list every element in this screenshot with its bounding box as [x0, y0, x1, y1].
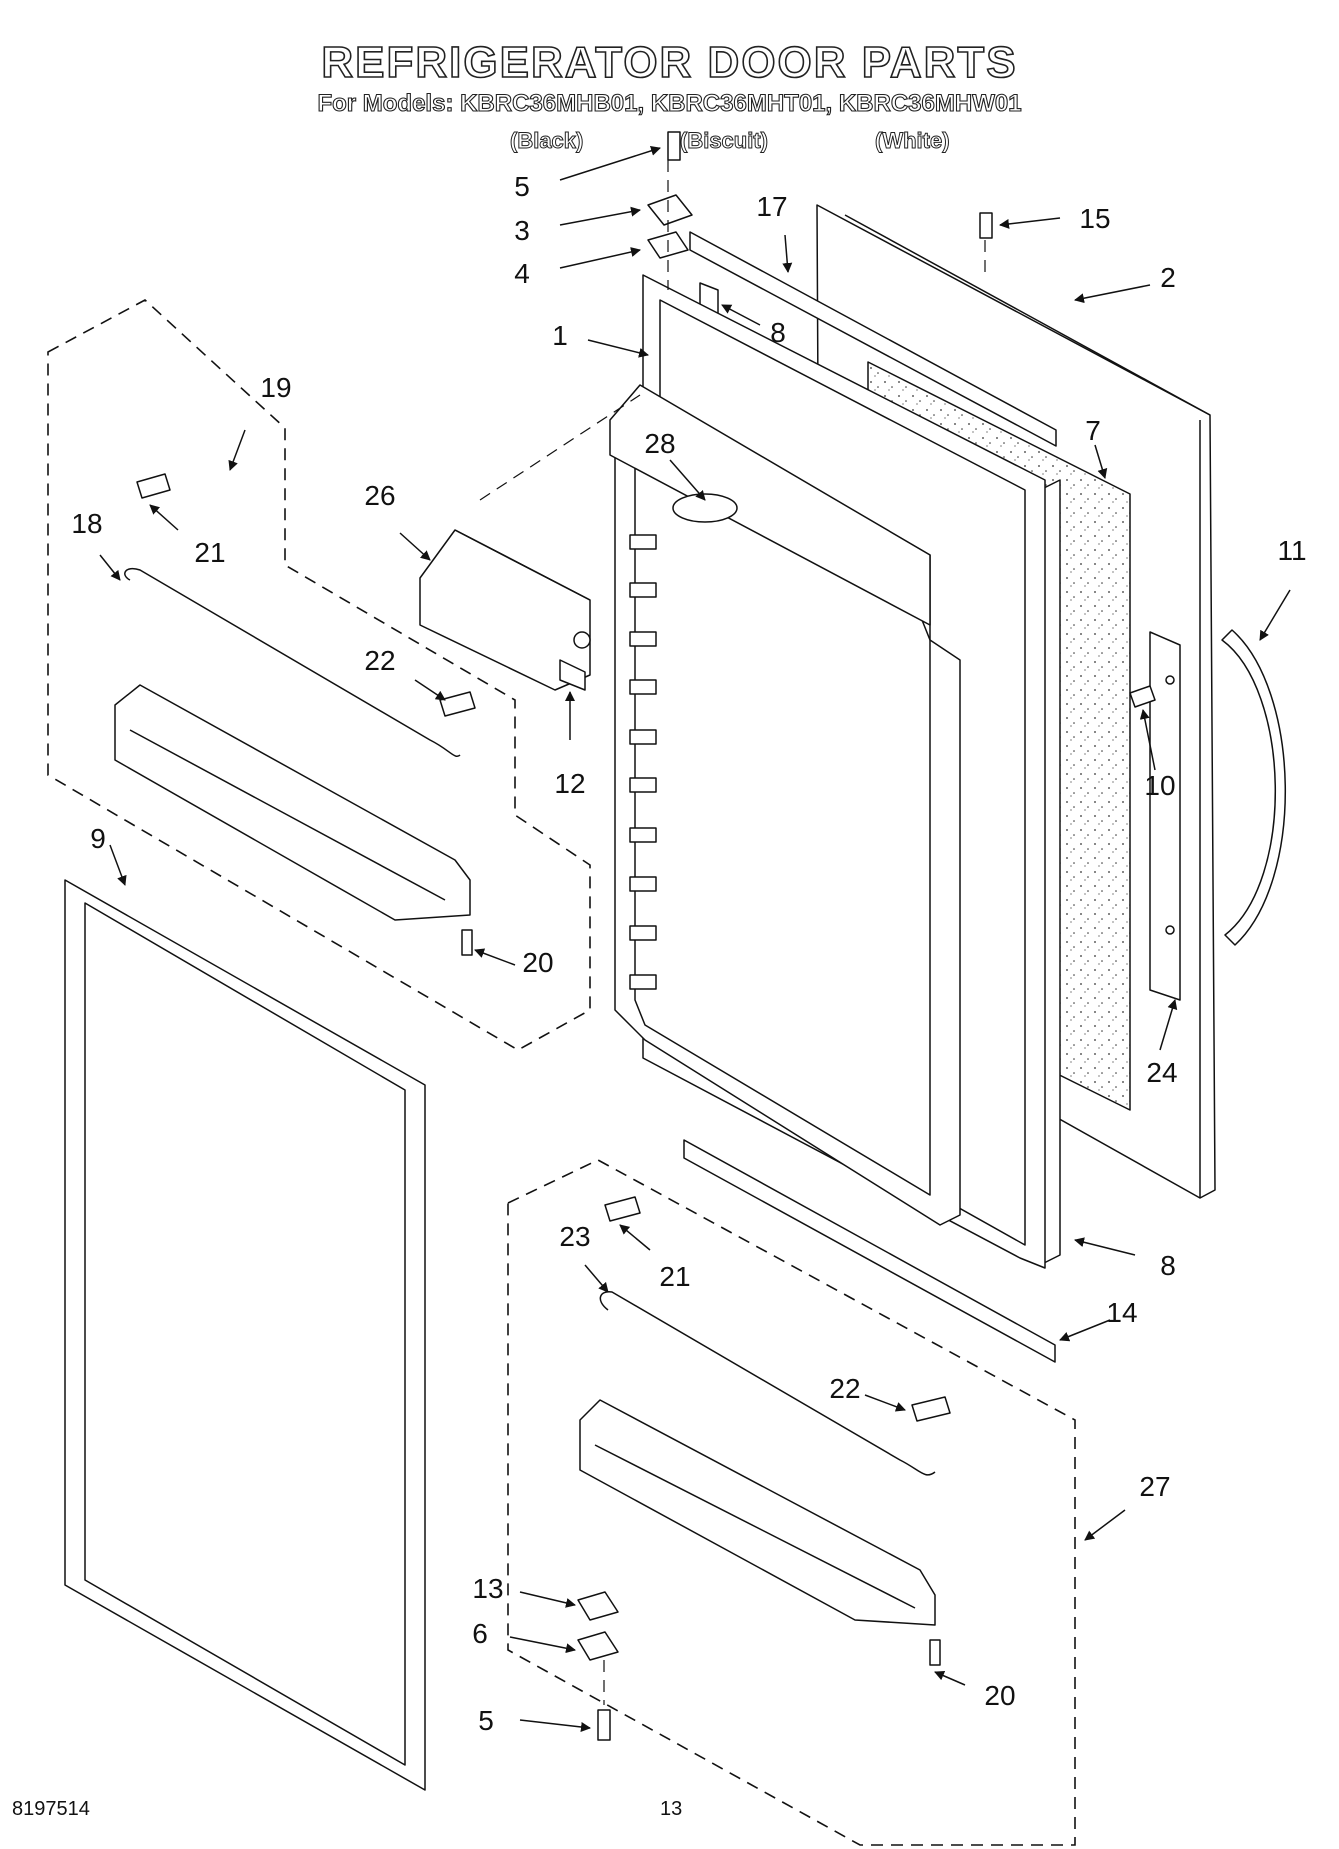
- recess-28: [672, 493, 738, 523]
- callout-1: 1: [552, 320, 568, 351]
- lower-shelf-assembly-outline: [507, 1159, 1076, 1846]
- variant-black: (Black): [509, 128, 584, 154]
- footer-page-number: 13: [660, 1798, 683, 1820]
- callout-23: 23: [559, 1221, 590, 1252]
- callout-14: 14: [1106, 1297, 1137, 1328]
- upper-clip-21: [136, 473, 171, 499]
- bottom-trim-strip: [683, 1139, 1056, 1363]
- callout-20-upper: 20: [522, 947, 553, 978]
- callout-26: 26: [364, 480, 395, 511]
- callout-10: 10: [1144, 770, 1175, 801]
- door-gasket: [64, 879, 426, 1791]
- callout-22-upper: 22: [364, 645, 395, 676]
- callout-21-lower: 21: [659, 1261, 690, 1292]
- upper-shelf-rod: [124, 568, 461, 757]
- cover-strip: [559, 659, 586, 691]
- callout-28: 28: [644, 428, 675, 459]
- callout-24: 24: [1146, 1057, 1177, 1088]
- callout-19: 19: [260, 372, 291, 403]
- upper-shelf-bin: [114, 684, 471, 921]
- lower-shelf-bin: [579, 1399, 936, 1626]
- callout-5-top: 5: [514, 171, 530, 202]
- hinge-screw-top: [667, 131, 681, 161]
- page-title: REFRIGERATOR DOOR PARTS: [321, 37, 1018, 88]
- callout-13: 13: [472, 1573, 503, 1604]
- handle-bracket: [1149, 631, 1181, 1001]
- hinge-screw-bottom: [597, 1709, 611, 1741]
- footer-part-number: 8197514: [12, 1798, 90, 1820]
- callout-27: 27: [1139, 1471, 1170, 1502]
- bottom-hinge: [577, 1631, 619, 1661]
- lower-clip-22: [911, 1396, 951, 1422]
- models-subtitle: For Models: KBRC36MHB01, KBRC36MHT01, KB…: [317, 89, 1022, 117]
- dairy-door-cover: [419, 529, 591, 691]
- callout-11: 11: [1277, 535, 1306, 566]
- screw-15: [979, 212, 993, 239]
- top-hinge: [647, 194, 693, 226]
- callout-5-bottom: 5: [478, 1705, 494, 1736]
- callout-6: 6: [472, 1618, 488, 1649]
- top-trim-strip: [689, 231, 1057, 447]
- lower-clip-21: [604, 1196, 641, 1222]
- lower-shelf-rod: [599, 1291, 936, 1476]
- inner-door-liner: [609, 274, 1046, 1269]
- callout-20-lower: 20: [984, 1680, 1015, 1711]
- bottom-hinge-shim: [577, 1591, 619, 1621]
- callout-8-bottom: 8: [1160, 1250, 1176, 1281]
- upper-screw-20: [461, 929, 473, 956]
- lower-screw-20: [929, 1639, 941, 1666]
- variant-biscuit: (Biscuit): [680, 128, 769, 154]
- variant-white: (White): [875, 128, 951, 154]
- callout-2: 2: [1160, 262, 1176, 293]
- callout-4: 4: [514, 258, 530, 289]
- screw-10: [1129, 685, 1156, 708]
- callout-18: 18: [71, 508, 102, 539]
- door-handle: [1221, 629, 1286, 946]
- callout-8-top: 8: [770, 317, 786, 348]
- callout-7: 7: [1085, 415, 1101, 446]
- callout-21-upper: 21: [194, 537, 225, 568]
- callout-3: 3: [514, 215, 530, 246]
- callout-9: 9: [90, 823, 106, 854]
- callout-22-lower: 22: [829, 1373, 860, 1404]
- callout-15: 15: [1079, 203, 1110, 234]
- callout-17: 17: [756, 191, 787, 222]
- callout-12: 12: [554, 768, 585, 799]
- upper-clip-22: [439, 691, 476, 717]
